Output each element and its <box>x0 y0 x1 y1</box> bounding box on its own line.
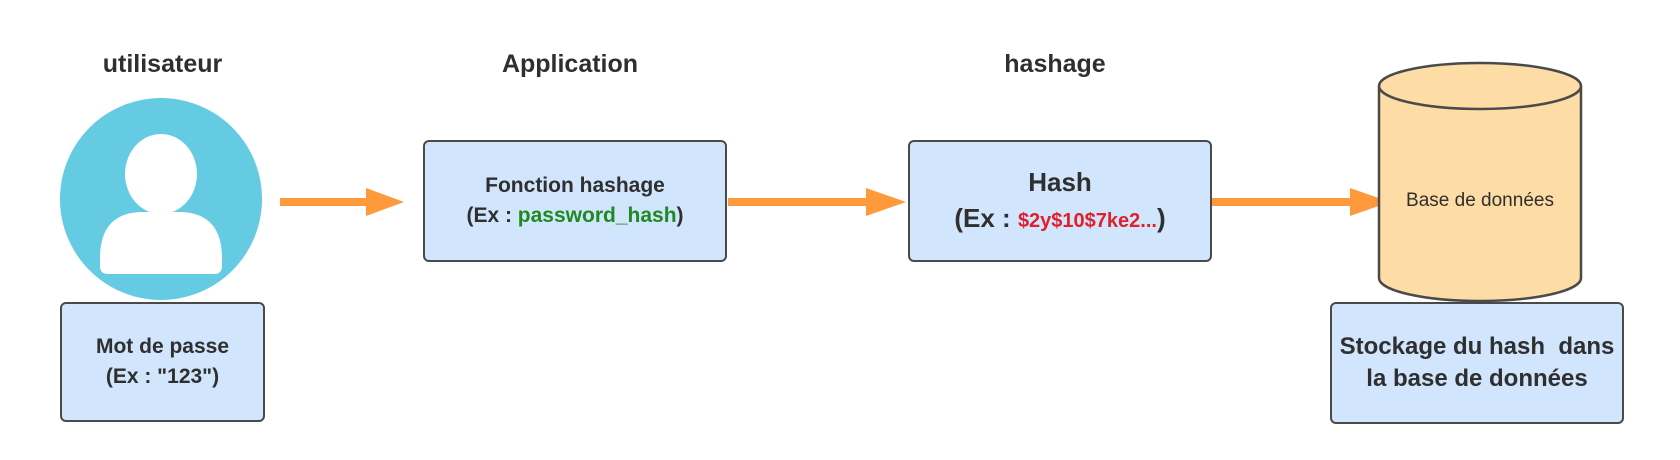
hash-function-label: Fonction hashage <box>485 174 665 197</box>
hash-title: Hash <box>1028 166 1092 197</box>
storage-box: Stockage du hash dans la base de données <box>1330 302 1624 424</box>
column-title-application: Application <box>501 50 639 78</box>
flow-arrow-hash-to-db <box>1212 188 1390 216</box>
flow-arrow-user-to-app <box>280 188 404 216</box>
hash-example: (Ex : $2y$10$7ke2...) <box>954 202 1166 233</box>
database-icon <box>1377 61 1583 303</box>
storage-line-2: la base de données <box>1366 365 1588 392</box>
hash-function-example: (Ex : password_hash) <box>466 204 684 227</box>
flow-arrow-app-to-hash <box>728 188 906 216</box>
hash-function-code: password_hash <box>517 204 677 227</box>
column-title-hashing: hashage <box>1004 50 1106 78</box>
password-label: Mot de passe <box>95 335 230 358</box>
hash-result-box: Hash (Ex : $2y$10$7ke2...) <box>908 140 1212 262</box>
storage-line-1: Stockage du hash dans <box>1339 333 1615 360</box>
password-box: Mot de passe (Ex : "123") <box>60 302 265 422</box>
database-label: Base de données <box>1406 190 1554 211</box>
hash-function-box: Fonction hashage (Ex : password_hash) <box>423 140 727 262</box>
hash-code: $2y$10$7ke2... <box>1017 209 1157 232</box>
user-avatar-icon <box>60 98 262 300</box>
password-example: (Ex : "123") <box>105 365 220 388</box>
column-title-user: utilisateur <box>102 50 223 78</box>
